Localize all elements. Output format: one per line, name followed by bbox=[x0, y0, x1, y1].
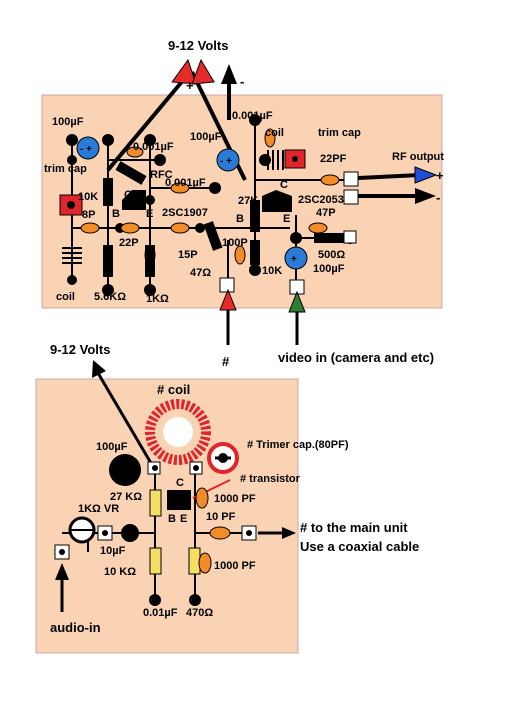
label-100uf-left: 100µF bbox=[52, 116, 84, 128]
label-coil: # coil bbox=[157, 382, 190, 397]
bottom-solder-pads bbox=[59, 465, 252, 606]
top-board: 9-12 Volts + - bbox=[41, 38, 444, 369]
toroid-coil bbox=[145, 399, 211, 465]
to-main-unit-arrow bbox=[258, 527, 296, 539]
label-10k-a: 10K bbox=[78, 191, 98, 203]
label-vr: 1KΩ VR bbox=[78, 503, 119, 515]
label-rfc: RFC bbox=[150, 169, 173, 181]
volume-resistor bbox=[68, 516, 96, 544]
label-0001uf-b: 0.001µF bbox=[232, 110, 273, 122]
label-56k: 5.6KΩ bbox=[94, 291, 126, 303]
bottom-supply-label: 9-12 Volts bbox=[50, 342, 110, 357]
electrolytic-capacitor-mid: - + bbox=[216, 148, 240, 172]
label-10pf: 10 PF bbox=[206, 511, 236, 523]
label-1k: 1KΩ bbox=[146, 293, 169, 305]
label-0001uf-a: 0.001µF bbox=[133, 141, 174, 153]
bottom-board: 9-12 Volts # coil - + 100µF bbox=[35, 342, 419, 654]
label-22p: 22P bbox=[119, 237, 139, 249]
label-2sc1907: 2SC1907 bbox=[162, 207, 208, 219]
label-100p: 100P bbox=[222, 237, 248, 249]
coil-left bbox=[62, 247, 82, 264]
svg-text:- +: - + bbox=[80, 144, 92, 155]
label-hash-input: # bbox=[222, 354, 230, 369]
label-tr-e: E bbox=[180, 513, 187, 525]
top-supply-label: 9-12 Volts bbox=[168, 38, 228, 53]
label-trim-cap-right: trim cap bbox=[318, 127, 361, 139]
svg-text:- +: - + bbox=[220, 156, 232, 167]
label-tr-b: B bbox=[168, 513, 176, 525]
rf-output-label: RF output bbox=[392, 151, 444, 163]
bottom-resistors bbox=[149, 489, 201, 575]
label-27k: 27 KΩ bbox=[110, 491, 142, 503]
supply-minus-arrow bbox=[221, 64, 237, 120]
ceramic-capacitors bbox=[80, 128, 340, 265]
label-22pf: 22PF bbox=[320, 153, 347, 165]
video-input-arrow bbox=[288, 290, 306, 345]
label-8p: 8P bbox=[82, 209, 95, 221]
trim-cap-right bbox=[284, 149, 306, 169]
electrolytic-capacitor-right: + bbox=[284, 246, 308, 270]
hash-input-arrow bbox=[219, 288, 237, 345]
label-100uf-right: 100µF bbox=[313, 263, 345, 275]
label-tr1-b: B bbox=[112, 208, 120, 220]
label-47p: 47P bbox=[316, 207, 336, 219]
label-coaxial-cable: Use a coaxial cable bbox=[300, 539, 419, 554]
label-27k: 27K bbox=[238, 195, 258, 207]
label-470-ohm: 470Ω bbox=[186, 607, 213, 619]
label-10k: 10 KΩ bbox=[104, 566, 136, 578]
label-tr2-b: B bbox=[236, 213, 244, 225]
rf-plus: + bbox=[436, 168, 444, 183]
label-1000pf-b: 1000 PF bbox=[214, 560, 256, 572]
label-15p: 15P bbox=[178, 249, 198, 261]
label-coil-left: coil bbox=[56, 291, 75, 303]
transistor-2sc2053 bbox=[262, 190, 292, 212]
resistors bbox=[103, 161, 344, 277]
label-tr2-c: C bbox=[280, 179, 288, 191]
rf-minus: - bbox=[436, 190, 440, 205]
label-2sc2053: 2SC2053 bbox=[298, 194, 344, 206]
board-pads bbox=[219, 171, 359, 295]
label-1000pf-a: 1000 PF bbox=[214, 493, 256, 505]
svg-text:+: + bbox=[126, 529, 132, 540]
electrolytic-100uf: - + bbox=[109, 454, 141, 486]
svg-text:+: + bbox=[291, 254, 297, 265]
label-100uf: 100µF bbox=[96, 441, 128, 453]
label-500-ohm: 500Ω bbox=[318, 249, 345, 261]
transistor-2sc1907 bbox=[122, 190, 146, 210]
label-transistor: # transistor bbox=[240, 473, 301, 485]
coil-right bbox=[267, 150, 284, 170]
label-coil-right: coil bbox=[265, 127, 284, 139]
trimmer-cap-80pf bbox=[207, 442, 239, 474]
svg-text:- +: - + bbox=[113, 465, 126, 477]
label-100uf-mid: 100µF bbox=[190, 131, 222, 143]
bottom-supply-arrow bbox=[92, 360, 157, 471]
label-video-in: video in (camera and etc) bbox=[278, 350, 434, 365]
label-tr1-c: C bbox=[124, 189, 132, 201]
audio-in-arrow bbox=[55, 563, 69, 612]
electrolytic-10uf: + bbox=[121, 524, 139, 542]
label-trimmer: # Trimer cap.(80PF) bbox=[247, 439, 349, 451]
label-10k-b: 10K bbox=[262, 265, 282, 277]
label-tr1-e: E bbox=[146, 208, 153, 220]
label-tr-c: C bbox=[176, 477, 184, 489]
electrolytic-capacitor-left: - + bbox=[76, 136, 100, 160]
trim-cap-left bbox=[59, 194, 83, 216]
bottom-ceramic-caps bbox=[195, 487, 231, 574]
label-to-main-unit: # to the main unit bbox=[300, 520, 408, 535]
label-0001uf-c: 0.001µF bbox=[165, 177, 206, 189]
label-tr2-e: E bbox=[283, 213, 290, 225]
minus-sign: - bbox=[240, 74, 244, 89]
label-001uf: 0.01µF bbox=[143, 607, 178, 619]
plus-sign: + bbox=[186, 78, 194, 93]
rf-output-arrows bbox=[357, 166, 438, 204]
label-trim-cap-left: trim cap bbox=[44, 163, 87, 175]
label-10uf: 10µF bbox=[100, 545, 126, 557]
label-47-ohm: 47Ω bbox=[190, 267, 211, 279]
label-audio-in: audio-in bbox=[50, 620, 101, 635]
